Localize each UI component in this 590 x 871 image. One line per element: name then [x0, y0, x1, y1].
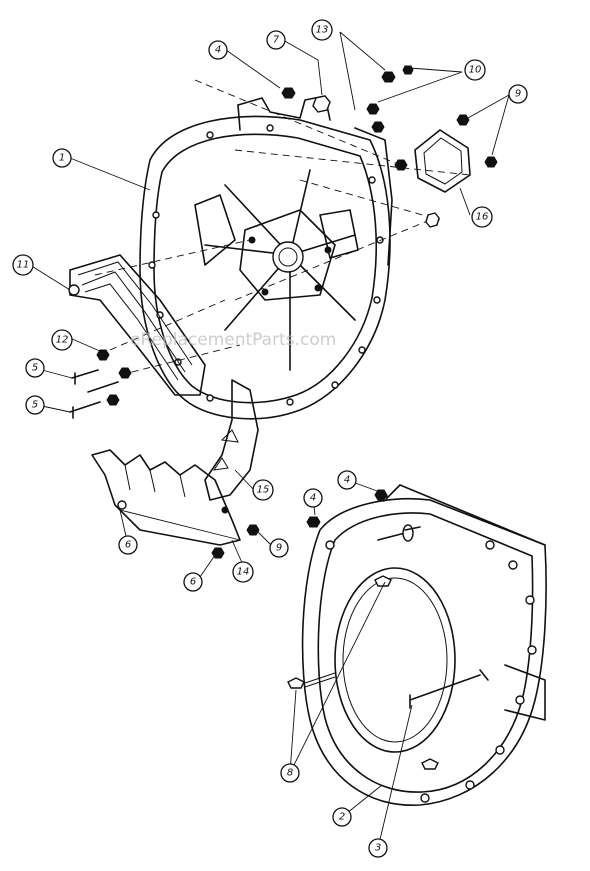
callout-4-lower-left: 4	[303, 488, 323, 508]
callout-label: 9	[515, 89, 521, 100]
callout-6-upper: 6	[118, 535, 138, 555]
callout-9-upper: 9	[508, 84, 528, 104]
callout-label: 10	[469, 65, 482, 76]
chute-baffle-part-11	[68, 254, 206, 396]
callout-label: 8	[287, 768, 293, 779]
gasket-part-16	[414, 129, 471, 193]
callout-5-upper: 5	[25, 358, 45, 378]
callout-label: 3	[375, 843, 381, 854]
callout-6-lower: 6	[183, 572, 203, 592]
callout-9-lower: 9	[269, 538, 289, 558]
callout-label: 6	[125, 540, 131, 551]
callout-label: 7	[273, 35, 280, 46]
shroud-part-14	[91, 449, 260, 559]
blower-housing-part-1	[139, 95, 393, 420]
callout-10: 10	[464, 59, 486, 81]
callout-label: 4	[344, 475, 350, 486]
callout-label: 5	[32, 363, 38, 374]
callout-7: 7	[266, 30, 286, 50]
callout-label: 9	[276, 543, 282, 554]
callout-16: 16	[471, 206, 493, 228]
callout-label: 16	[476, 212, 489, 223]
callout-label: 1	[59, 153, 65, 164]
callout-4-lower-right: 4	[337, 470, 357, 490]
callout-label: 11	[17, 260, 30, 271]
callout-12: 12	[51, 329, 73, 351]
hardware-top	[281, 65, 498, 228]
callout-label: 5	[32, 400, 38, 411]
callout-3: 3	[368, 838, 388, 858]
callout-14: 14	[232, 561, 254, 583]
wing-nuts-part-8	[287, 575, 439, 770]
assembly-lines-upper	[94, 79, 471, 376]
callout-label: 6	[190, 577, 196, 588]
watermark: eReplacementParts.com	[130, 330, 336, 350]
callout-8: 8	[280, 763, 300, 783]
callout-label: 15	[257, 485, 270, 496]
cover-housing-part-2	[301, 484, 547, 806]
callout-11: 11	[12, 254, 34, 276]
callout-label: 4	[310, 493, 316, 504]
leader-lines	[29, 31, 510, 849]
callout-13: 13	[311, 19, 333, 41]
callout-1: 1	[52, 148, 72, 168]
bolts-left	[69, 349, 132, 419]
hardware-lower	[306, 489, 388, 528]
callout-label: 14	[237, 567, 250, 578]
callout-label: 4	[215, 45, 221, 56]
callout-2: 2	[332, 807, 352, 827]
callout-label: 12	[56, 335, 69, 346]
callout-label: 13	[316, 25, 329, 36]
callout-label: 2	[339, 812, 345, 823]
rim-bolt-holes	[148, 124, 384, 406]
guard-part-15	[204, 379, 259, 501]
callout-4-top: 4	[208, 40, 228, 60]
callout-5-lower: 5	[25, 395, 45, 415]
callout-15: 15	[252, 479, 274, 501]
